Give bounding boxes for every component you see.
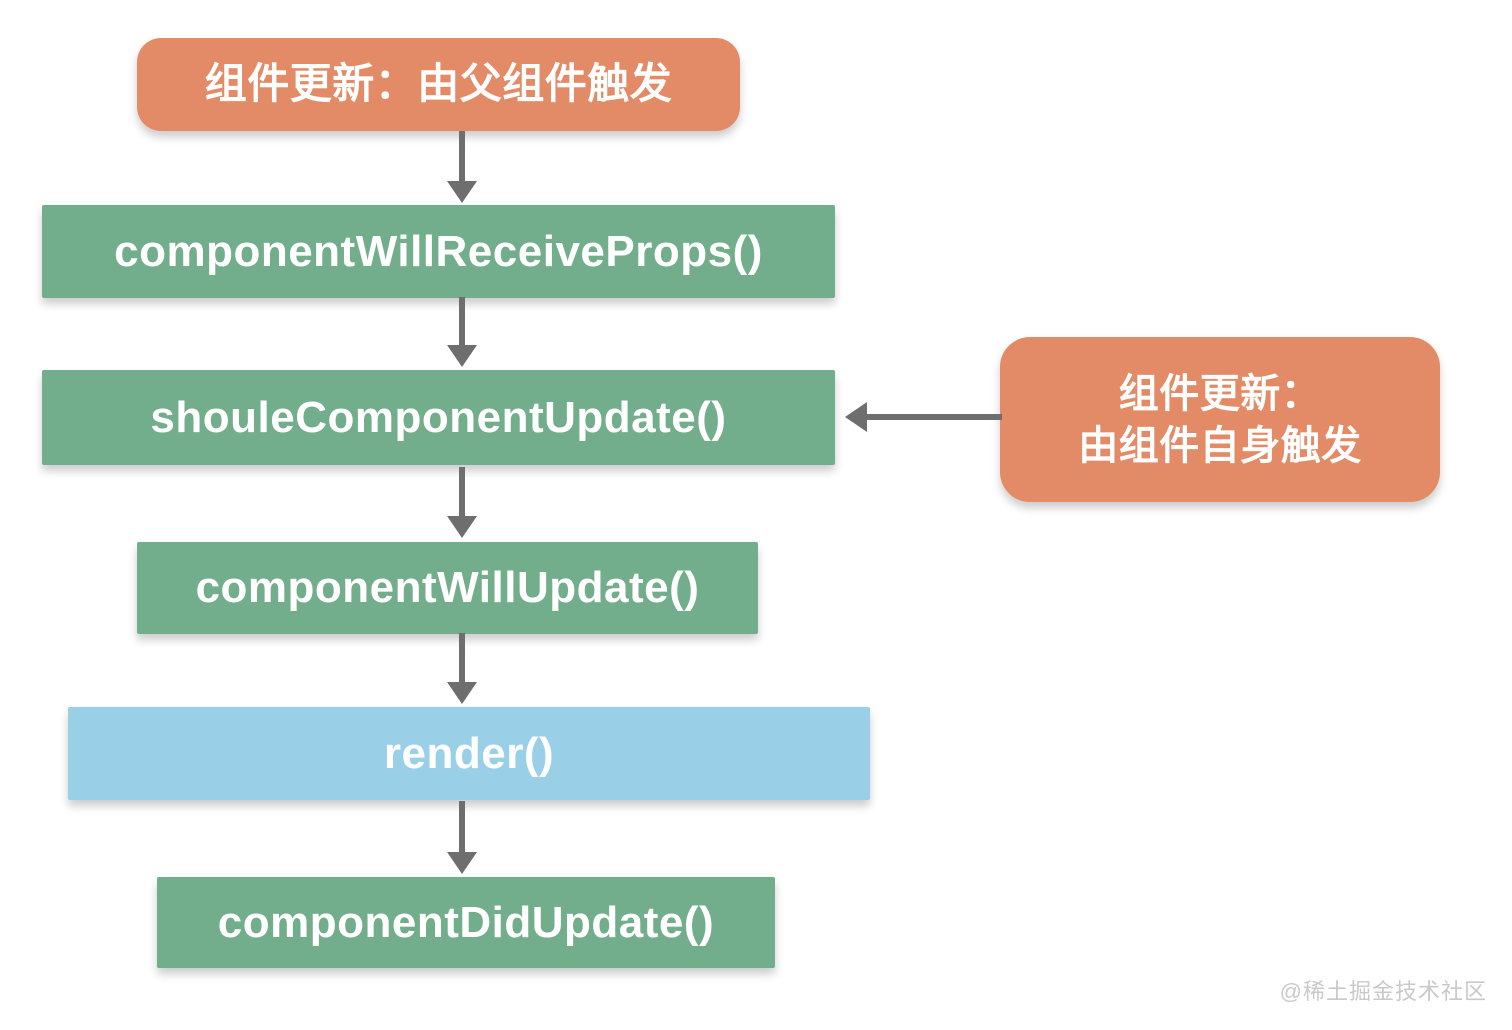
watermark: @稀土掘金技术社区 bbox=[1279, 979, 1487, 1004]
arrow-down-willupdate-to-render bbox=[447, 633, 477, 704]
arrow-down-willreceiveprops-to-shouldupdate bbox=[447, 297, 477, 367]
node-update-triggered-by-parent: 组件更新：由父组件触发 bbox=[137, 38, 740, 131]
arrow-down-shouldupdate-to-willupdate bbox=[447, 467, 477, 538]
node-update-triggered-by-self: 组件更新： 由组件自身触发 bbox=[1000, 337, 1440, 502]
self-trigger-line1: 组件更新： bbox=[1118, 371, 1322, 416]
node-componentdidupdate: componentDidUpdate() bbox=[157, 877, 775, 968]
node-update-triggered-by-self-text: 组件更新： 由组件自身触发 bbox=[1078, 368, 1362, 472]
node-componentwillupdate: componentWillUpdate() bbox=[137, 542, 758, 634]
self-trigger-line2: 由组件自身触发 bbox=[1078, 423, 1362, 468]
node-render: render() bbox=[68, 707, 870, 800]
node-componentwillreceiveprops: componentWillReceiveProps() bbox=[42, 205, 835, 298]
arrow-down-render-to-didupdate bbox=[447, 801, 477, 874]
node-shouldcomponentupdate: shouleComponentUpdate() bbox=[42, 370, 835, 465]
arrow-left-selftrigger-to-shouldupdate bbox=[845, 402, 1002, 432]
arrow-down-parent-to-willreceiveprops bbox=[447, 131, 477, 203]
